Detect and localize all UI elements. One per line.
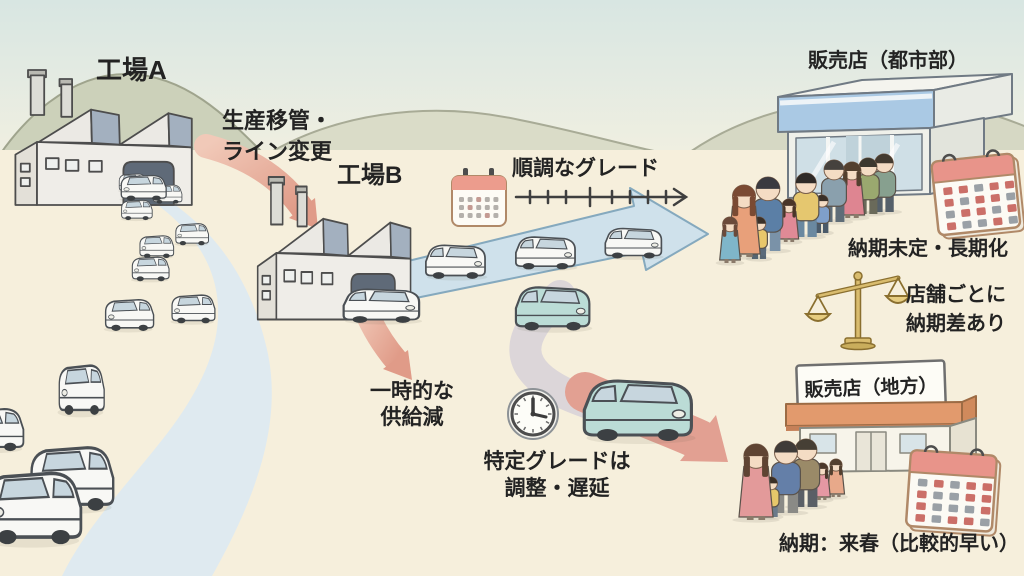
specific-grade-label: 特定グレードは 調整・遅延 [466,448,648,502]
minivan-icon [56,364,106,419]
queue-road [62,182,272,576]
urban-customer-queue [715,153,903,266]
temporary-supply-line2: 供給減 [380,406,444,429]
minivan-teal-icon [514,286,594,334]
clock-icon [507,388,559,440]
factory-b-label: 工場B [337,162,403,189]
temporary-supply-label: 一時的な 供給減 [356,379,468,431]
factory-a-label: 工場A [96,55,167,85]
minivan-icon [102,298,155,334]
specific-grade-line2: 調整・遅延 [504,477,610,500]
urban-dealer-label: 販売店（都市部） [808,50,968,72]
minivan-icon [130,256,170,283]
calendar-icon [451,168,507,227]
minivan-icon [0,471,83,550]
minivan-icon [138,235,175,260]
calendar-icon [930,149,1024,240]
temporary-supply-line1: 一時的な [370,380,454,403]
minivan-icon [119,199,153,222]
store-gap-line1: 店舗ごとに [906,284,1006,306]
calendar-icon [905,445,1002,537]
production-transfer-line2: ライン変更 [222,139,333,164]
minivan-icon [118,174,167,203]
production-transfer-line1: 生産移管・ [222,108,333,133]
store-gap-label: 店舗ごとに 納期差あり [906,281,1006,339]
smooth-grade-label: 順調なグレード [512,157,659,180]
minivan-icon [174,223,210,247]
minivan-icon [604,227,665,261]
store-gap-line2: 納期差あり [906,313,1006,335]
minivan-icon [425,244,489,282]
scale-icon [803,271,913,351]
regional-delivery-label: 納期：来春（比較的早い） [779,533,1019,555]
urban-delivery-label: 納期未定・長期化 [848,238,1008,260]
specific-grade-line1: 特定グレードは [483,450,631,473]
timeline-arrow-icon [514,186,689,208]
minivan-icon [515,236,579,272]
minivan-icon [342,288,424,326]
minivan-teal-icon [582,379,698,446]
minivan-icon [169,294,216,326]
regional-dealer-sign-label: 販売店（地方） [804,375,938,402]
production-transfer-label: 生産移管・ ライン変更 [222,105,332,167]
regional-customer-queue [732,438,848,523]
